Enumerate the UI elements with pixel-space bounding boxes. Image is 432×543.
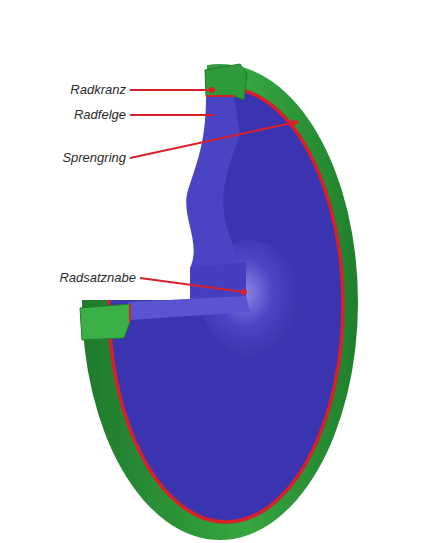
tyre-section bbox=[205, 64, 247, 100]
part-label: Radfelge bbox=[74, 107, 126, 123]
web-section bbox=[186, 96, 246, 302]
part-label: Radkranz bbox=[70, 82, 126, 98]
cutaway bbox=[207, 0, 247, 64]
web-cut-face bbox=[128, 296, 250, 320]
leader-dot bbox=[241, 289, 247, 295]
cutaway bbox=[0, 0, 207, 300]
snap-ring-section bbox=[206, 95, 234, 97]
leader-line bbox=[130, 114, 214, 116]
leader-dot bbox=[209, 87, 215, 93]
part-label: Radsatznabe bbox=[59, 270, 136, 286]
hub-section bbox=[190, 262, 246, 302]
tyre-cut-face bbox=[80, 304, 130, 340]
part-label: Sprengring bbox=[62, 150, 126, 166]
snap-ring-section bbox=[129, 304, 131, 322]
leader-line bbox=[130, 122, 296, 158]
leader-arrowhead bbox=[289, 120, 300, 128]
leader-line bbox=[140, 278, 244, 292]
leader-line bbox=[130, 89, 212, 91]
